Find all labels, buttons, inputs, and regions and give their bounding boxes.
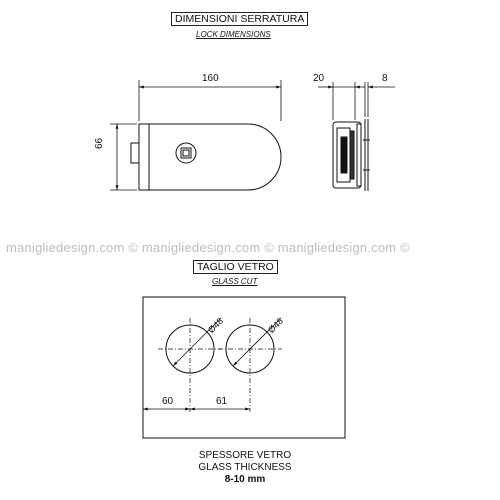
watermark-text: maniglie­design.com © maniglie­design.co… bbox=[6, 240, 410, 255]
thickness-value: 8-10 mm bbox=[224, 474, 266, 485]
glass-subtitle: GLASS CUT bbox=[212, 277, 258, 286]
dim-160 bbox=[138, 80, 282, 121]
dim-20-8 bbox=[318, 82, 395, 120]
glass-title: TAGLIO VETRO bbox=[193, 260, 278, 274]
dim-label-8: 8 bbox=[382, 73, 388, 84]
glass-thickness-block: SPESSORE VETRO GLASS THICKNESS 8-10 mm bbox=[170, 450, 320, 486]
glass-panel bbox=[142, 296, 346, 439]
lock-subtitle: LOCK DIMENSIONS bbox=[196, 30, 271, 39]
thickness-label-en: GLASS THICKNESS bbox=[198, 462, 292, 473]
dim-label-160: 160 bbox=[202, 73, 219, 84]
dim-label-20: 20 bbox=[313, 73, 325, 84]
dim-66 bbox=[110, 123, 137, 191]
lock-title: DIMENSIONI SERRATURA bbox=[171, 12, 309, 26]
thickness-label-it: SPESSORE VETRO bbox=[198, 450, 292, 461]
glass-holes bbox=[158, 317, 282, 412]
dim-label-66: 66 bbox=[94, 137, 105, 149]
lock-side-view bbox=[332, 119, 370, 191]
dim-label-61: 61 bbox=[216, 396, 228, 407]
dim-label-60: 60 bbox=[162, 396, 174, 407]
lock-front-view bbox=[130, 123, 282, 191]
